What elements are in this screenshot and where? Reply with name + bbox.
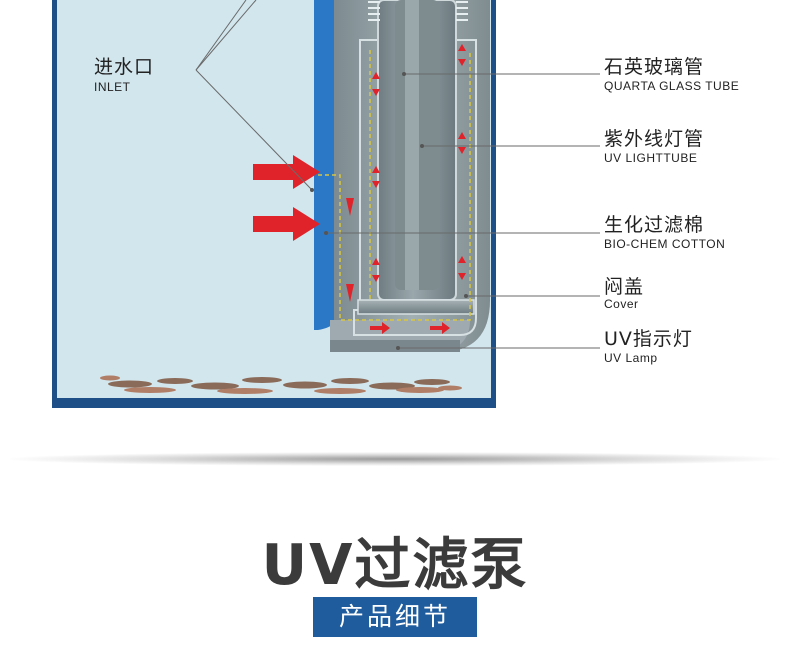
uv-lamp-label-en: UV Lamp <box>604 351 658 365</box>
page-title: UV过滤泵 <box>261 533 529 598</box>
cover-label-cn: 闷盖 <box>604 276 645 298</box>
quartz-label-cn: 石英玻璃管 <box>604 56 705 78</box>
inner-chamber <box>353 39 477 336</box>
blue-mount-panel <box>314 0 336 330</box>
cotton-label-en: BIO-CHEM COTTON <box>604 237 726 251</box>
base-plate <box>330 340 460 352</box>
uv-tube-label-en: UV LIGHTTUBE <box>604 151 698 165</box>
subtitle-badge <box>313 597 477 637</box>
inlet-label-en: INLET <box>94 80 131 94</box>
quartz-label-en: QUARTA GLASS TUBE <box>604 79 740 93</box>
subtitle-text: 产品细节 <box>338 602 451 631</box>
flow-arrows <box>346 44 466 334</box>
section-divider-shadow <box>10 452 780 466</box>
uv-lamp-label-cn: UV指示灯 <box>604 328 693 350</box>
uv-tube-label-cn: 紫外线灯管 <box>604 128 705 150</box>
gravel <box>100 375 462 394</box>
top-threads <box>368 1 468 21</box>
cotton-label-cn: 生化过滤棉 <box>604 214 705 236</box>
cover-label-en: Cover <box>604 297 639 311</box>
uv-filter-diagram <box>52 0 600 408</box>
inlet-label-cn: 进水口 <box>94 56 155 78</box>
water-path <box>318 50 471 321</box>
callout-lines <box>195 0 600 349</box>
cover <box>357 299 475 315</box>
